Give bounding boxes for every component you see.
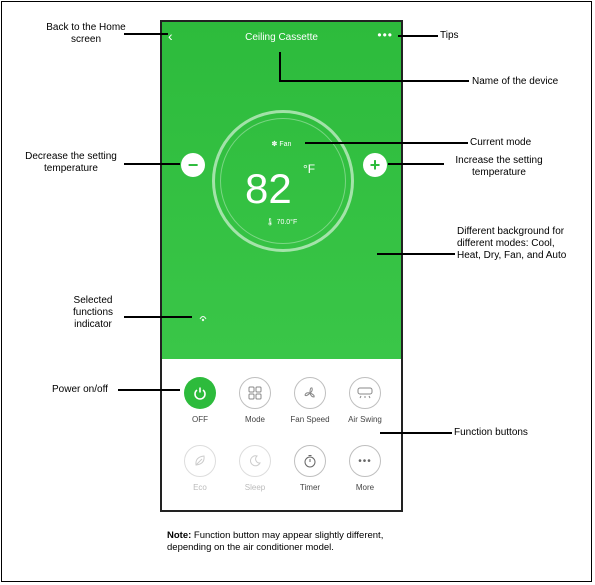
- callout-background-line: [377, 253, 455, 255]
- selected-functions-indicator: [198, 313, 208, 325]
- fan-icon: ✽: [271, 141, 278, 148]
- power-icon: [184, 377, 216, 409]
- callout-back: Back to the Home screen: [46, 22, 126, 45]
- callout-back-line: [124, 33, 168, 35]
- more-dots-icon[interactable]: •••: [377, 28, 393, 42]
- timer-button-label: Timer: [299, 483, 321, 492]
- note-text: Function button may appear slightly diff…: [167, 530, 384, 553]
- air-swing-button[interactable]: Air Swing: [337, 377, 393, 424]
- grid-icon: [239, 377, 271, 409]
- note-prefix: Note:: [167, 530, 192, 541]
- callout-function-buttons-line: [380, 432, 452, 434]
- phone-screen: ‹ Ceiling Cassette ••• ✽ Fan 82 °F 🌡︎ 70…: [160, 20, 403, 512]
- callout-increase: Increase the setting temperature: [455, 155, 543, 178]
- callout-decrease-line: [124, 163, 180, 165]
- more-button-label: More: [355, 483, 375, 492]
- chevron-left-icon[interactable]: ‹: [168, 28, 173, 44]
- temperature-unit: °F: [303, 162, 316, 176]
- temperature-dial-inner: [220, 118, 346, 244]
- note: Note: Function button may appear slightl…: [167, 530, 417, 554]
- decrease-temperature-button[interactable]: −: [181, 153, 205, 177]
- more-icon: •••: [349, 445, 381, 477]
- temperature-dial: [212, 110, 354, 252]
- sleep-button-label: Sleep: [244, 483, 266, 492]
- callout-background: Different background for different modes…: [457, 226, 567, 261]
- callout-current-mode-line: [305, 142, 468, 144]
- timer-icon: [294, 445, 326, 477]
- more-button[interactable]: ••• More: [337, 445, 393, 492]
- callout-current-mode: Current mode: [470, 137, 532, 148]
- fan-speed-button-label: Fan Speed: [290, 415, 330, 424]
- current-mode: ✽ Fan: [162, 140, 401, 148]
- callout-name: Name of the device: [472, 76, 559, 87]
- sleep-button[interactable]: Sleep: [227, 445, 283, 492]
- air-swing-icon: [349, 377, 381, 409]
- callout-selected-line: [124, 316, 192, 318]
- fan-speed-button[interactable]: Fan Speed: [282, 377, 338, 424]
- eco-button-label: Eco: [193, 483, 207, 492]
- air-swing-button-label: Air Swing: [348, 415, 382, 424]
- setpoint-temperature: 82: [245, 165, 292, 212]
- callout-power-line: [118, 389, 180, 391]
- swing-indicator-icon: [199, 316, 207, 322]
- timer-button[interactable]: Timer: [282, 445, 338, 492]
- current-mode-label: Fan: [279, 141, 292, 148]
- device-name: Ceiling Cassette: [245, 32, 318, 43]
- ambient-temperature-value: 70.0°F: [276, 219, 298, 226]
- callout-power: Power on/off: [52, 384, 108, 395]
- mode-button[interactable]: Mode: [227, 377, 283, 424]
- callout-increase-line: [388, 163, 444, 165]
- leaf-icon: [184, 445, 216, 477]
- eco-button[interactable]: Eco: [172, 445, 228, 492]
- thermometer-icon: 🌡︎: [265, 219, 275, 226]
- callout-selected: Selected functions indicator: [72, 295, 114, 330]
- callout-name-vline: [279, 52, 281, 80]
- increase-temperature-button[interactable]: +: [363, 153, 387, 177]
- callout-decrease: Decrease the setting temperature: [25, 151, 117, 174]
- callout-tips-line: [398, 35, 438, 37]
- fan-blades-icon: [294, 377, 326, 409]
- power-button[interactable]: OFF: [172, 377, 228, 424]
- ambient-temperature: 🌡︎ 70.0°F: [162, 218, 401, 226]
- function-buttons: OFF Mode Fan Speed: [162, 359, 401, 510]
- power-button-label: OFF: [192, 415, 208, 424]
- callout-function-buttons: Function buttons: [454, 427, 528, 438]
- callout-tips: Tips: [440, 30, 459, 41]
- mode-button-label: Mode: [244, 415, 265, 424]
- callout-name-hline: [279, 80, 469, 82]
- moon-icon: [239, 445, 271, 477]
